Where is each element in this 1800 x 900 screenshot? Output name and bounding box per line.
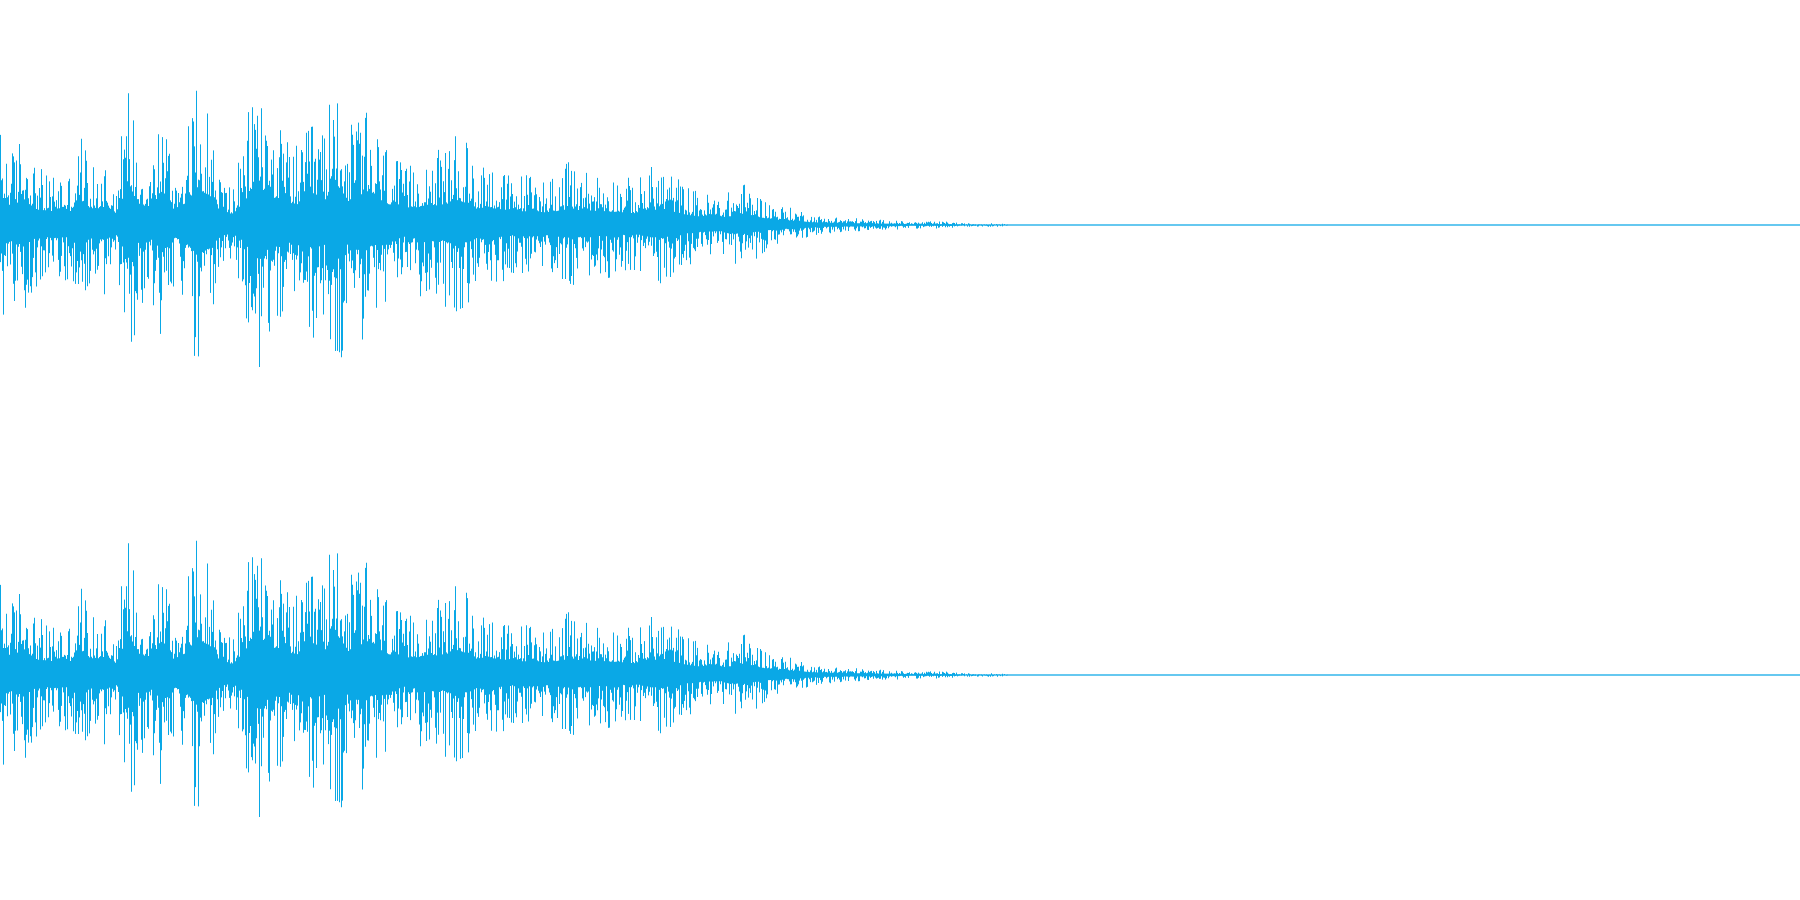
waveform-samples xyxy=(0,540,1008,817)
waveform-channel-right xyxy=(0,540,1800,817)
waveform-channel-left xyxy=(0,90,1800,367)
waveform-samples xyxy=(0,90,1008,367)
